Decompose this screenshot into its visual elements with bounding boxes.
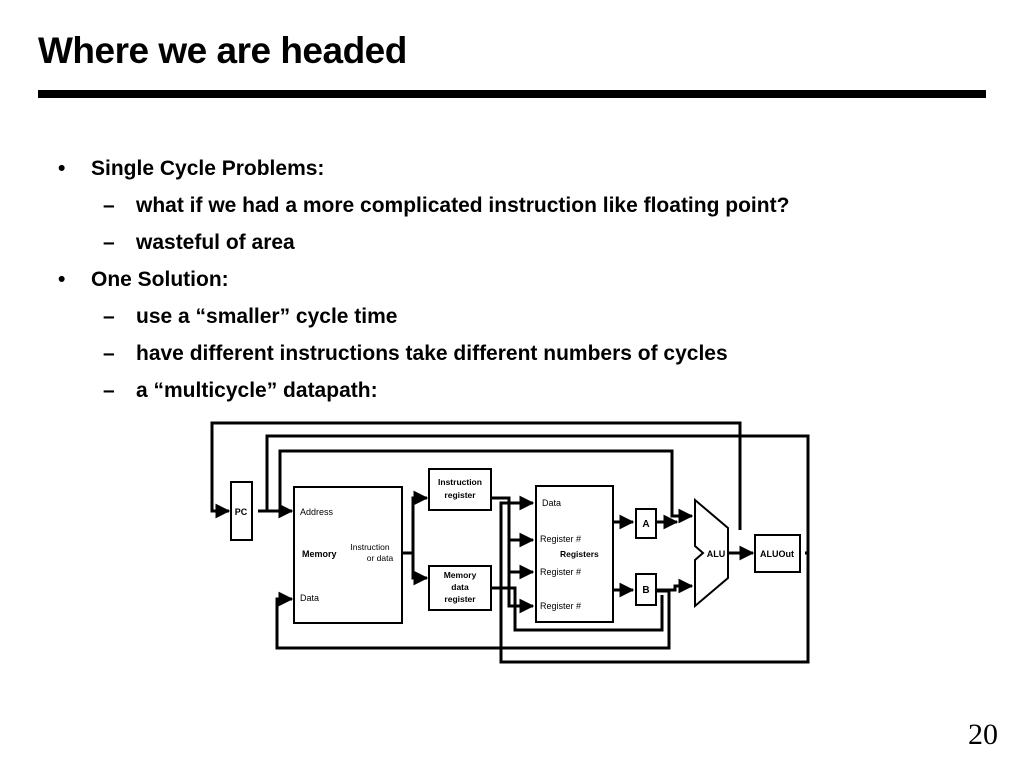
- bullet-item: • One Solution:: [58, 261, 988, 298]
- memory-output-label-1: Instruction: [350, 542, 389, 552]
- register-data-label: Data: [542, 498, 561, 508]
- memory-data-register: [428, 565, 492, 611]
- sub-bullet-text: use a “smaller” cycle time: [136, 305, 398, 328]
- aluout-to-register-data-wire: [499, 495, 810, 664]
- b-to-alu-wire: [655, 578, 694, 594]
- bullet-list: • Single Cycle Problems: – what if we ha…: [58, 150, 988, 409]
- instruction-register-label-1: Instruction: [438, 477, 482, 487]
- title-divider: [38, 90, 986, 98]
- bullet-marker: •: [58, 157, 66, 180]
- pc-register: [230, 481, 253, 541]
- ir-to-register-wire-2: [507, 540, 535, 580]
- a-label: A: [642, 519, 649, 530]
- sub-bullet-item: – have different instructions take diffe…: [58, 335, 988, 372]
- dash-marker: –: [103, 379, 115, 402]
- memory-to-mdr-wire: [411, 553, 429, 586]
- register-number-label-2: Register #: [540, 567, 581, 577]
- register-file: [535, 485, 614, 623]
- registers-title: Registers: [560, 549, 599, 559]
- alu-to-pc-wire: [210, 421, 742, 530]
- dash-marker: –: [103, 305, 115, 328]
- b-label: B: [642, 585, 649, 596]
- register-number-label-1: Register #: [540, 534, 581, 544]
- bullet-text: One Solution:: [91, 268, 229, 291]
- slide-title: Where we are headed: [38, 30, 407, 71]
- aluout-label: ALUOut: [760, 549, 794, 559]
- dash-marker: –: [103, 231, 115, 254]
- memory-data-label: Data: [300, 593, 319, 603]
- sub-bullet-text: a “multicycle” datapath:: [136, 379, 378, 402]
- mdr-to-register-data-wire: [492, 586, 664, 632]
- aluout-register: [754, 534, 801, 573]
- memory-out-wire: [402, 490, 429, 555]
- ir-to-register-wire-3: [507, 572, 535, 614]
- bullet-text: Single Cycle Problems:: [91, 157, 325, 180]
- memory-unit: [293, 486, 403, 624]
- memory-title: Memory: [302, 549, 337, 559]
- a-register: [635, 508, 657, 539]
- page-number: 20: [968, 718, 998, 751]
- multicycle-datapath-diagram: PC Address Memory Instruction or data Da…: [210, 421, 810, 664]
- memory-address-label: Address: [300, 507, 334, 517]
- sub-bullet-item: – what if we had a more complicated inst…: [58, 187, 988, 224]
- memory-output-label-2: or data: [367, 553, 394, 563]
- instruction-register-label-2: register: [444, 490, 476, 500]
- bullet-marker: •: [58, 268, 66, 291]
- ir-to-register-wire-1: [492, 496, 535, 548]
- mdr-label-1: Memory: [444, 570, 477, 580]
- sub-bullet-text: wasteful of area: [136, 231, 295, 254]
- mdr-label-2: data: [451, 582, 469, 592]
- b-register: [635, 573, 657, 606]
- sub-bullet-text: have different instructions take differe…: [136, 342, 728, 365]
- register-number-label-3: Register #: [540, 601, 581, 611]
- sub-bullet-item: – wasteful of area: [58, 224, 988, 261]
- mdr-label-3: register: [444, 594, 476, 604]
- instruction-register: [428, 468, 492, 511]
- bullet-item: • Single Cycle Problems:: [58, 150, 988, 187]
- sub-bullet-text: what if we had a more complicated instru…: [136, 194, 790, 217]
- alu-unit: [694, 497, 729, 609]
- pc-label: PC: [235, 507, 248, 517]
- sub-bullet-item: – a “multicycle” datapath:: [58, 372, 988, 409]
- sub-bullet-item: – use a “smaller” cycle time: [58, 298, 988, 335]
- alu-label: ALU: [707, 549, 726, 559]
- dash-marker: –: [103, 342, 115, 365]
- dash-marker: –: [103, 194, 115, 217]
